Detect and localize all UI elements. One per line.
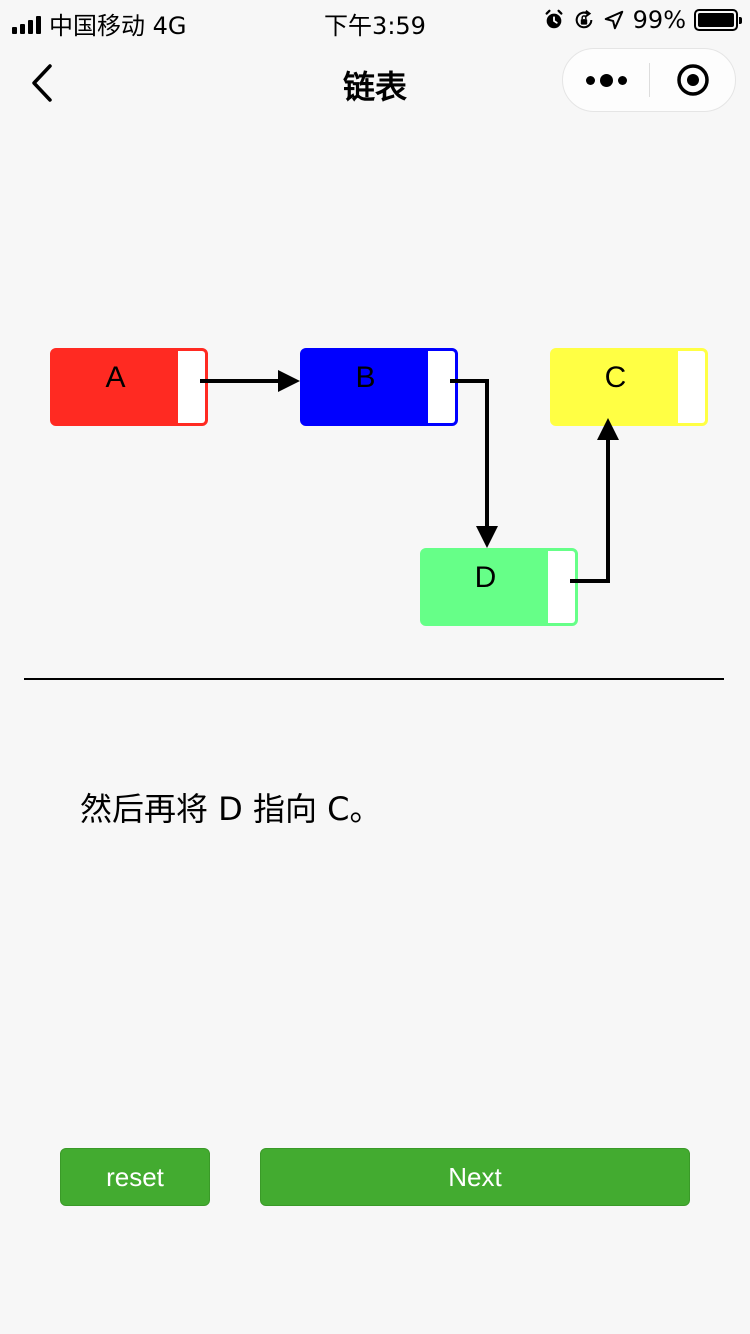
arrow-b-to-d [450, 379, 498, 548]
node-c-pointer [678, 351, 705, 423]
node-a: A [50, 348, 208, 426]
node-a-pointer [178, 351, 205, 423]
page-title: 链表 [342, 68, 407, 106]
status-right: 99% [543, 6, 742, 34]
target-circle-icon [677, 64, 709, 96]
node-d: D [420, 548, 578, 626]
nav-bar: 链表 [0, 40, 750, 126]
node-b-pointer [428, 351, 455, 423]
linked-list-diagram: A B C D [50, 348, 708, 626]
alarm-icon [545, 9, 563, 29]
battery-icon [694, 9, 742, 31]
close-button[interactable] [650, 49, 736, 111]
chevron-left-icon [32, 64, 52, 102]
more-dots-icon [585, 75, 595, 85]
battery-percentage: 99% [632, 6, 686, 34]
arrow-d-to-c [570, 418, 619, 583]
battery-fill [698, 13, 734, 27]
node-b: B [300, 348, 458, 426]
step-description: 然后再将 D 指向 C。 [80, 790, 382, 828]
mini-program-capsule [562, 48, 736, 112]
status-bar: 中国移动 4G 下午3:59 99% [0, 0, 750, 40]
node-c-label: C [604, 361, 627, 394]
signal-icon [12, 14, 41, 34]
node-c: C [550, 348, 708, 426]
link-arrows [200, 370, 619, 583]
divider-line [24, 678, 724, 680]
status-left: 中国移动 4G [12, 6, 187, 41]
status-time: 下午3:59 [324, 12, 426, 40]
next-button[interactable]: Next [260, 1148, 690, 1206]
back-button[interactable] [22, 60, 62, 106]
reset-button[interactable]: reset [60, 1148, 210, 1206]
node-d-pointer [548, 551, 575, 623]
node-b-label: B [355, 361, 376, 394]
more-button[interactable] [563, 49, 649, 111]
node-d-label: D [474, 561, 497, 594]
carrier-label: 中国移动 4G [49, 12, 187, 40]
rotation-lock-icon [575, 10, 592, 29]
arrow-a-to-b [200, 370, 300, 392]
capsule-divider [649, 63, 650, 97]
node-a-label: A [105, 361, 126, 394]
location-icon [604, 10, 623, 30]
